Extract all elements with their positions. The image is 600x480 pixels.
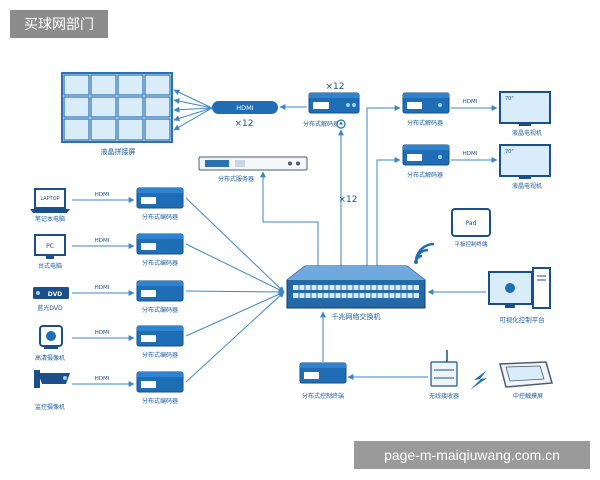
tv-size-label: 70" xyxy=(505,96,514,102)
video-wall xyxy=(61,72,173,143)
lcd-tv-icon xyxy=(499,91,551,126)
control-terminal-device xyxy=(299,362,347,384)
source-label: 笔记本电脑 xyxy=(35,215,65,223)
decoder-label: 分布式解码器 xyxy=(407,171,443,179)
tv-label: 液晶电视机 xyxy=(512,129,542,137)
network-switch xyxy=(286,265,426,309)
decoder-label: 分布式解码器 xyxy=(407,119,443,127)
platform-label: 可视化控制平台 xyxy=(499,315,545,324)
laptop-icon xyxy=(30,188,70,213)
video-wall-label: 液晶拼接屏 xyxy=(101,147,136,156)
touch-screen-label: 中控触摸屏 xyxy=(513,392,543,400)
tablet-label: 平板控制终端 xyxy=(454,240,488,248)
control-terminal-label: 分布式控制终端 xyxy=(302,392,344,400)
hdmi-label: HDMI xyxy=(95,238,110,244)
encoder-device xyxy=(136,280,184,302)
encoder-device xyxy=(136,187,184,209)
touch-screen-icon xyxy=(499,361,553,388)
encoder-device xyxy=(136,325,184,347)
hdmi-label: HDMI xyxy=(95,330,110,336)
wireless-receiver-icon xyxy=(430,350,458,387)
source-label: 台式电脑 xyxy=(38,262,62,270)
encoder-label: 分布式编码器 xyxy=(142,351,178,359)
source-label: 监控摄像机 xyxy=(35,403,65,411)
monitor-icon xyxy=(34,234,66,259)
hdmi-label: HDMI xyxy=(95,192,110,198)
wall-multiplier: ×12 xyxy=(235,119,254,129)
hdmi-cable-bundle xyxy=(212,101,278,114)
cctv-camera-icon xyxy=(34,370,70,388)
tablet-icon xyxy=(451,208,491,237)
encoder-label: 分布式编码器 xyxy=(142,306,178,314)
server-label: 分布式服务器 xyxy=(218,175,254,183)
hdmi-label: HDMI xyxy=(95,285,110,291)
encoder-label: 分布式编码器 xyxy=(142,213,178,221)
hdmi-label: HDMI xyxy=(463,151,478,157)
decoder-label: 分布式解码器 xyxy=(303,120,339,128)
tablet-screen-text: Pad xyxy=(466,220,477,227)
lcd-tv-icon xyxy=(499,144,551,179)
encoder-device xyxy=(136,233,184,255)
encoder-label: 分布式编码器 xyxy=(142,397,178,405)
source-screen-text: PC xyxy=(46,243,54,250)
switch-label: 千兆网络交换机 xyxy=(332,312,381,321)
watermark-url: page-m-maiqiuwang.com.cn xyxy=(354,441,590,469)
server-device xyxy=(198,156,308,171)
decoder-device xyxy=(402,144,450,166)
encoder-device xyxy=(136,371,184,393)
hdmi-label: HDMI xyxy=(463,99,478,105)
receiver-label: 无线接收器 xyxy=(429,392,459,400)
decoder-multiplier: ×12 xyxy=(326,82,345,92)
decoder-device xyxy=(402,92,450,114)
encoder-label: 分布式编码器 xyxy=(142,259,178,267)
source-screen-text: DVD xyxy=(48,291,63,298)
hdmi-cable-label: HDMI xyxy=(236,104,254,112)
wifi-icon xyxy=(414,242,435,263)
source-screen-text: LAPTOP xyxy=(40,196,59,202)
dvd-player-icon xyxy=(33,287,69,299)
camcorder-icon xyxy=(39,325,63,349)
source-label: 高清摄像机 xyxy=(35,354,65,362)
decoder-device xyxy=(308,92,360,114)
hdmi-label: HDMI xyxy=(95,376,110,382)
desktop-pc-icon xyxy=(488,267,551,309)
switch-multiplier: ×12 xyxy=(339,195,358,205)
tv-label: 液晶电视机 xyxy=(512,182,542,190)
lightning-icon xyxy=(470,370,487,390)
source-label: 蓝光DVD xyxy=(37,304,63,312)
tv-size-label: 70" xyxy=(505,149,514,155)
page-title-badge: 买球网部门 xyxy=(10,10,108,38)
